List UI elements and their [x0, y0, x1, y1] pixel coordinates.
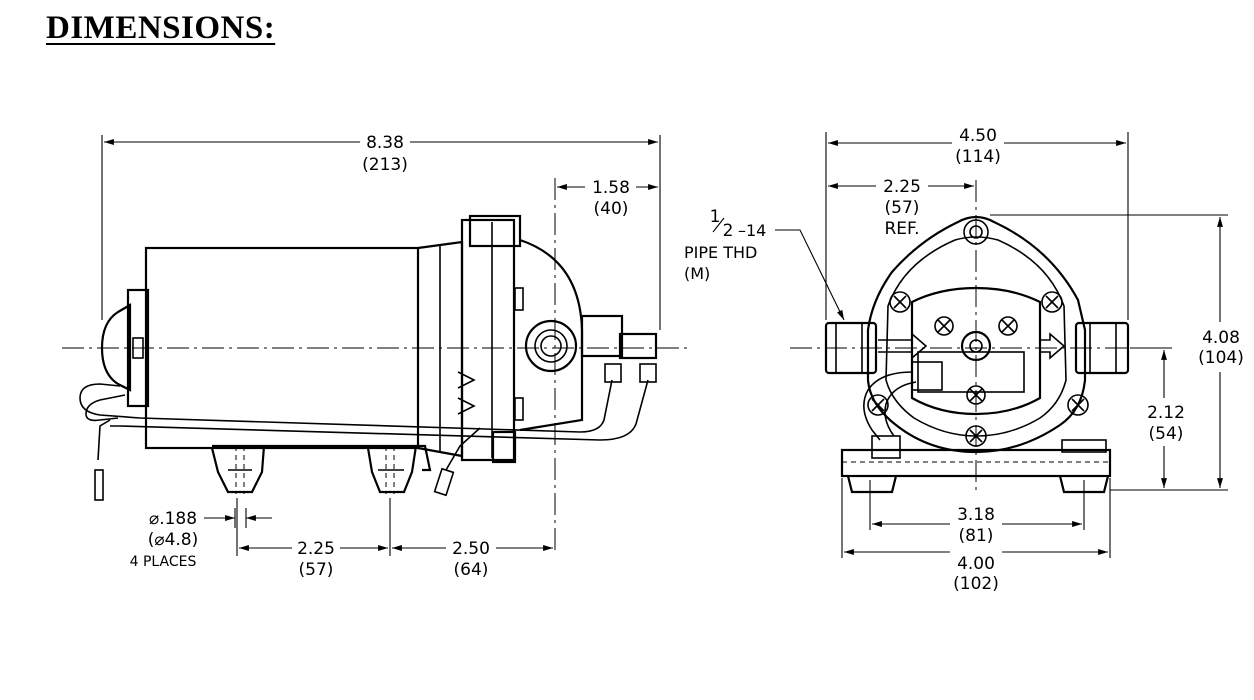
- screw-inner-right: [998, 316, 1018, 336]
- screw-top-left: [889, 291, 911, 313]
- screw-bottom-center-cross: [969, 429, 983, 443]
- end-bell-screw: [132, 337, 144, 359]
- screw-inner-bottom-cross: [969, 388, 983, 402]
- port-height-value: 2.12: [1147, 403, 1185, 423]
- hole-spacing-metric: (81): [959, 526, 994, 546]
- screw-inner-right-cross: [1001, 319, 1015, 333]
- base-width-value: 4.00: [957, 554, 995, 574]
- mount-foot-right: [366, 445, 418, 494]
- top-boss-hole: [969, 225, 983, 239]
- port-size-fraction-bar: [712, 217, 725, 233]
- pressure-switch: [580, 314, 624, 358]
- mount-spacing-metric: (57): [299, 560, 334, 580]
- wire-lead-2: [110, 379, 649, 441]
- terminal-left: [604, 363, 622, 383]
- inlet-flow-arrow: [878, 332, 928, 360]
- inner-plate: [910, 286, 1042, 416]
- port-inner: [534, 329, 568, 363]
- screw-bottom-right: [1067, 394, 1089, 416]
- port-size-whole: 1: [710, 207, 721, 227]
- screw-top-right-cross: [1045, 295, 1059, 309]
- switch-cover: [618, 332, 658, 360]
- wire-loop: [85, 394, 126, 422]
- wire-lead-1: [79, 379, 613, 433]
- port-size-frac: 2: [723, 221, 734, 241]
- switch-connector: [911, 361, 943, 391]
- pump-plate: [460, 218, 516, 462]
- motor-body: [144, 246, 420, 450]
- plate-top-tab: [468, 214, 522, 248]
- switch-body: [917, 351, 1025, 393]
- mount-foot-left: [210, 445, 266, 494]
- port-outer: [524, 319, 578, 373]
- half-width-metric: (57): [885, 198, 920, 218]
- hole-diameter-value: ⌀.188: [149, 509, 197, 529]
- hole-diameter-metric: (⌀4.8): [148, 530, 199, 550]
- overall-height-value: 4.08: [1202, 328, 1240, 348]
- end-view: 4.50 (114) 2.25 (57) REF. 1 2 –14 PIPE T…: [684, 126, 1244, 594]
- port-height-metric: (54): [1149, 424, 1184, 444]
- outlet-port: [1074, 321, 1130, 375]
- screw-inner-left: [934, 316, 954, 336]
- inlet-port: [824, 321, 878, 375]
- screw-group: [867, 291, 1089, 447]
- wire-end-left: [863, 371, 913, 441]
- wire-terminal-left: [94, 469, 104, 501]
- end-base: [840, 448, 1112, 478]
- port-leader-line: [775, 229, 845, 321]
- port-thread-type: PIPE THD: [684, 243, 757, 262]
- wire-to-right-lead: [445, 427, 481, 471]
- screw-bottom-left-cross: [871, 398, 885, 412]
- motor-end-cap: [100, 303, 132, 392]
- screw-bottom-left: [867, 394, 889, 416]
- mount-to-head-metric: (64): [454, 560, 489, 580]
- screw-bottom-right-cross: [1071, 398, 1085, 412]
- plate-bottom-tab: [491, 430, 517, 464]
- hole-spacing-value: 3.18: [957, 505, 995, 525]
- screw-inner-bottom: [966, 385, 986, 405]
- pump-housing-outline: [866, 215, 1087, 454]
- switch-clips: [457, 371, 476, 415]
- overall-height-metric: (104): [1198, 348, 1244, 368]
- side-view: 8.38 (213) 1.58 (40) ⌀.188 (⌀4.8) 4 PLAC…: [62, 133, 690, 580]
- overall-width-value: 4.50: [959, 126, 997, 146]
- center-hub-bore: [969, 339, 983, 353]
- screw-bottom-center: [965, 425, 987, 447]
- port-size-rest: –14: [738, 221, 766, 240]
- overall-length-value: 8.38: [366, 133, 404, 153]
- motor-end-bell: [126, 288, 150, 408]
- plate-clip-top: [514, 287, 524, 311]
- top-boss: [963, 219, 989, 245]
- mount-spacing-value: 2.25: [297, 539, 335, 559]
- overall-length-metric: (213): [362, 155, 408, 175]
- hole-count-note: 4 PLACES: [130, 554, 197, 570]
- screw-inner-left-cross: [937, 319, 951, 333]
- base-width-metric: (102): [953, 574, 999, 594]
- screw-top-left-cross: [893, 295, 907, 309]
- end-foot-left: [846, 475, 898, 494]
- end-foot-pad-right: [1061, 439, 1107, 453]
- terminal-right: [639, 363, 657, 383]
- mount-base: [212, 444, 432, 472]
- port-bore: [540, 335, 562, 357]
- plate-clip-bottom: [514, 397, 524, 421]
- port-thread-gender: (M): [684, 264, 710, 283]
- center-hub: [960, 330, 992, 362]
- wire-end-right: [884, 381, 917, 437]
- overall-width-metric: (114): [955, 147, 1001, 167]
- pump-housing-inner: [885, 236, 1067, 437]
- half-width-note: REF.: [884, 219, 919, 239]
- head-offset-metric: (40): [594, 199, 629, 219]
- wire-terminal-right: [433, 467, 455, 497]
- page-title: DIMENSIONS:: [46, 10, 276, 46]
- mount-to-head-value: 2.50: [452, 539, 490, 559]
- head-offset-value: 1.58: [592, 178, 630, 198]
- screw-top-right: [1041, 291, 1063, 313]
- wire-clip: [871, 435, 901, 459]
- wire-drop: [97, 419, 111, 461]
- half-width-value: 2.25: [883, 177, 921, 197]
- outlet-flow-arrow: [1040, 332, 1066, 360]
